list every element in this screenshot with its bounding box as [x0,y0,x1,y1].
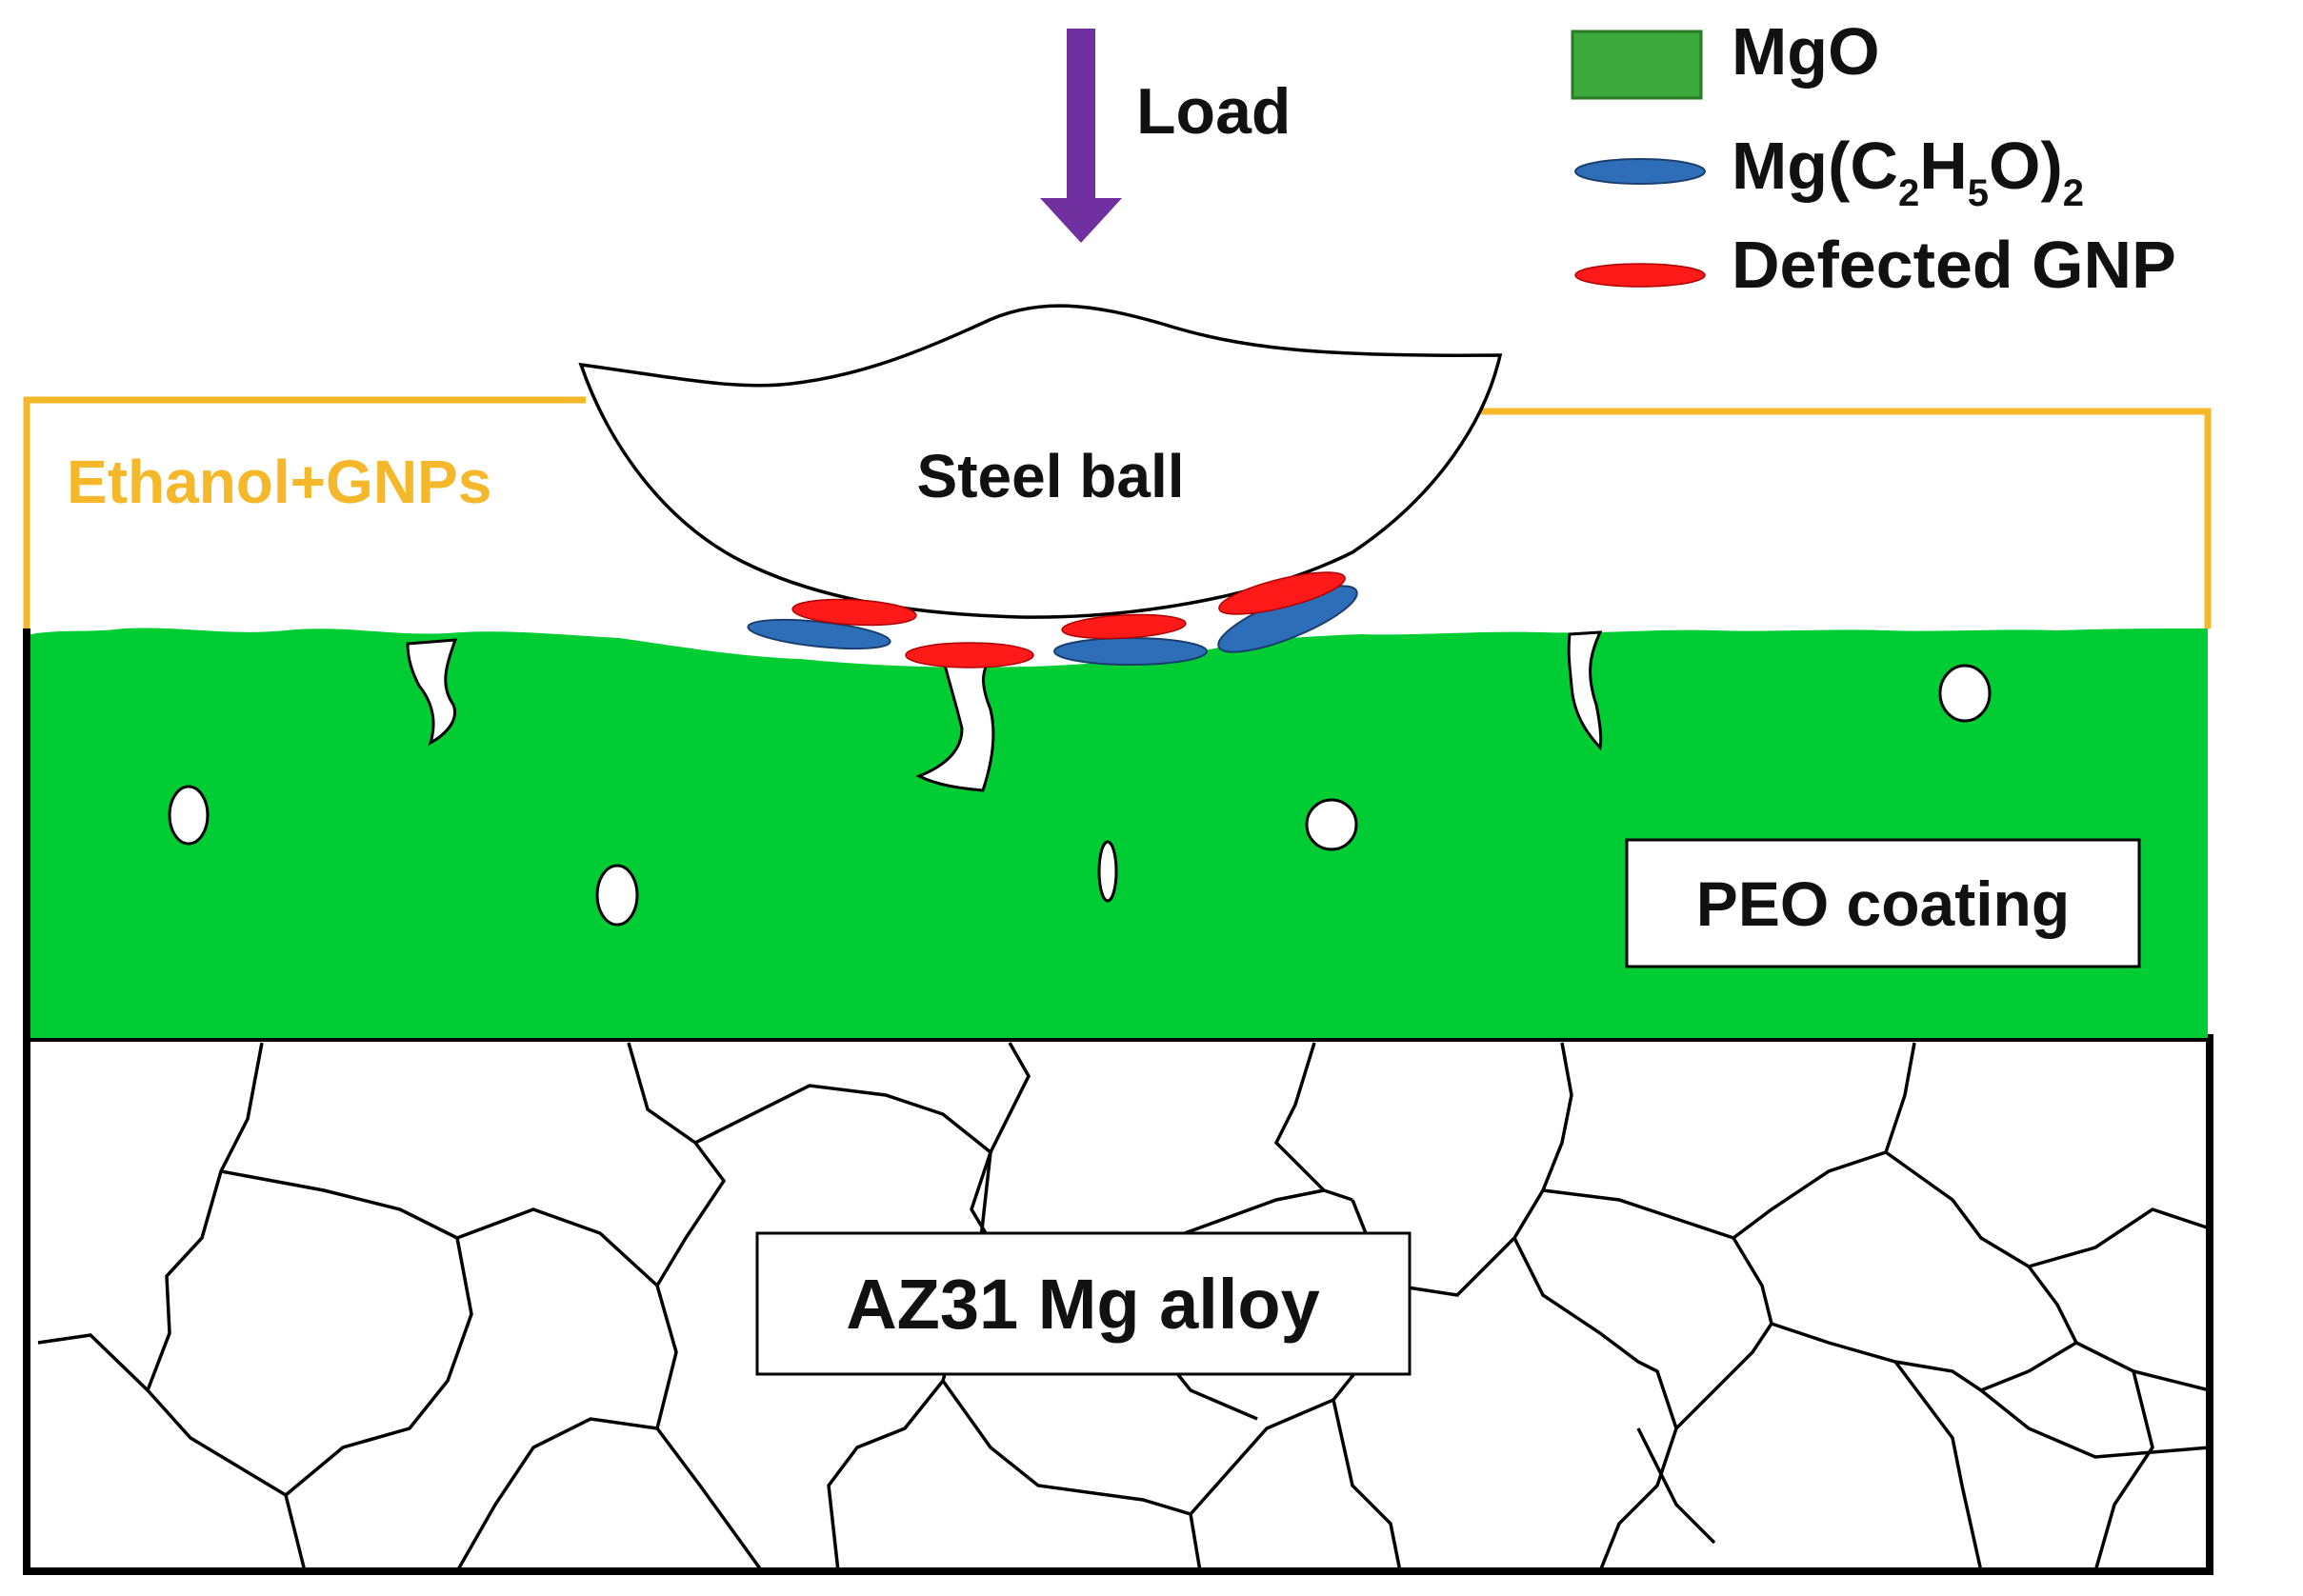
ethoxide-particle [747,618,891,650]
coating-defects [168,630,1992,927]
gnp-particle [905,642,1034,668]
load-arrow-icon [1040,29,1122,243]
substrate-box [755,1231,1412,1376]
pore [168,785,210,846]
pore [1097,840,1118,903]
load-label: Load [1136,75,1291,148]
steel-ball-label: Steel ball [917,442,1185,510]
peo-coating-label: PEO coating [1696,868,2070,939]
legend: MgO Mg(C2H5O)2 Defected GNP [1571,14,2176,302]
substrate-label: AZ31 Mg alloy [846,1265,1320,1344]
crack [915,655,995,792]
pore [595,864,639,927]
ethoxide-particle [1053,637,1208,666]
pore [1305,798,1358,851]
lubricant-bath [23,396,2212,628]
legend-ethoxide-label: Mg(C2H5O)2 [1732,129,2084,214]
ethoxide-swatch [1574,158,1706,185]
gnp-particles [791,571,1346,668]
gnp-particle [1061,613,1187,640]
gnp-particle [791,598,917,627]
crack [1567,630,1603,751]
gnp-particle [1218,571,1346,615]
peo-coating-box [1625,838,2141,968]
mgo-swatch [1571,30,1703,100]
pore [1938,664,1992,723]
crack [406,638,458,747]
peo-coating-layer [27,628,2208,1038]
tribofilm [747,585,1358,666]
legend-mgo-label: MgO [1732,14,1880,89]
lubricant-label: Ethanol+GNPs [67,448,491,516]
legend-gnp-label: Defected GNP [1732,228,2176,302]
gnp-swatch [1574,263,1706,288]
steel-ball [578,304,1503,619]
